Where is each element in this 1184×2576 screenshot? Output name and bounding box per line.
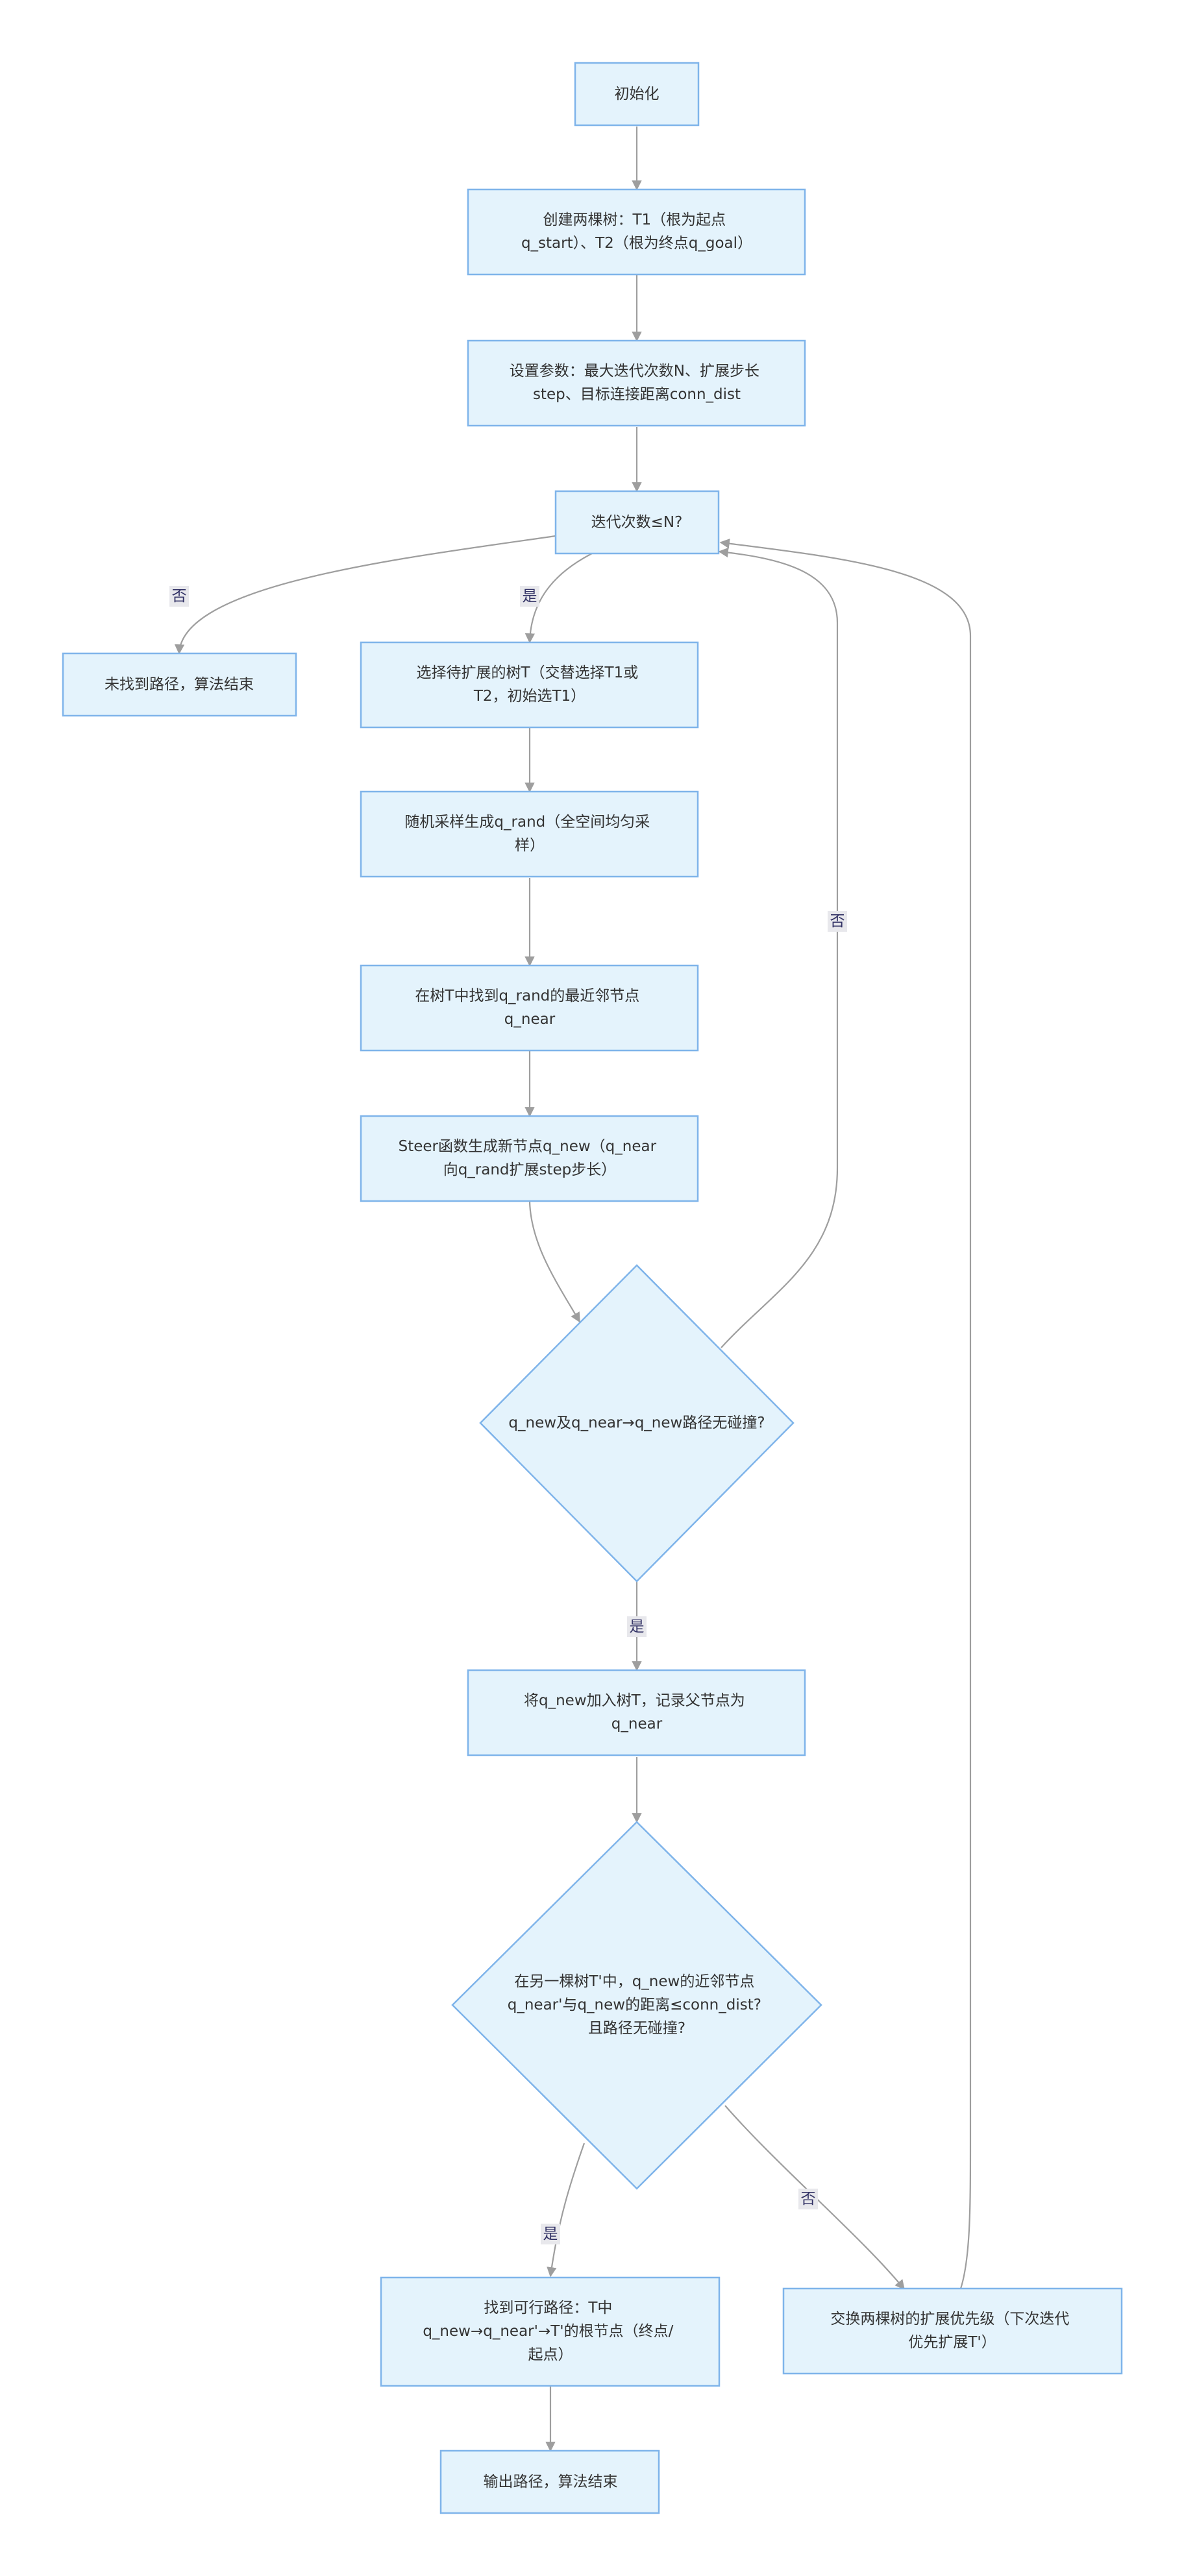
svg-text:是: 是 (523, 588, 537, 605)
node-swap: 交换两棵树的扩展优先级（下次迭代 优先扩展T'） (782, 2287, 1123, 2375)
svg-text:找到可行路径：T中 q_new→q_near: 找到可行路径：T中 q_new→q_near'→T'的根节点（终点/ 起点） (423, 2300, 678, 2363)
edge-label-collision-no: 否 (828, 911, 847, 932)
edge-label-iter-yes: 是 (520, 586, 539, 607)
svg-text:设置参数：最大迭代次数N、扩展步长 step: 设置参数：最大迭代次数N、扩展步长 step、目标连接距离conn_dist (510, 363, 765, 403)
edge-label-connect-yes: 是 (541, 2224, 560, 2244)
svg-text:随机采样生成q_rand（全空间均匀采 样）: 随机采样生成q_rand（全空间均匀采 样） (404, 814, 654, 854)
svg-text:初始化: 初始化 (615, 86, 660, 103)
node-iter-check: 迭代次数≤N? (554, 490, 720, 555)
node-nearest: 在树T中找到q_rand的最近邻节点 q_near (360, 964, 699, 1052)
edge-labels: 否 是 否 是 是 否 (169, 586, 847, 2244)
svg-text:否: 否 (801, 2191, 816, 2207)
svg-text:q_new及q_near→q_new路径无碰撞?: q_new及q_near→q_new路径无碰撞? (508, 1415, 765, 1431)
node-output: 输出路径，算法结束 (439, 2449, 660, 2514)
node-connect-check: 在另一棵树T'中，q_new的近邻节点 q_near'与q_new的距离≤con… (451, 1821, 822, 2190)
svg-text:否: 否 (830, 913, 845, 930)
nodes: 初始化 创建两棵树：T1（根为起点 q_start）、T2（根为终点q_goal… (62, 62, 1123, 2514)
node-add-node: 将q_new加入树T，记录父节点为 q_near (467, 1669, 806, 1756)
edge-collision-no-to-iter (718, 547, 839, 1348)
svg-text:选择待扩展的树T（交替选择T1或 T2，初始: 选择待扩展的树T（交替选择T1或 T2，初始选T1） (416, 664, 643, 705)
node-init: 初始化 (574, 62, 700, 127)
node-path-found: 找到可行路径：T中 q_new→q_near'→T'的根节点（终点/ 起点） (380, 2276, 721, 2387)
svg-text:是: 是 (630, 1618, 645, 1635)
svg-text:将q_new加入树T，记录父节点为 q_ne: 将q_new加入树T，记录父节点为 q_near (524, 1692, 750, 1732)
edges (174, 127, 972, 2452)
node-collision-check: q_new及q_near→q_new路径无碰撞? (479, 1264, 795, 1583)
svg-text:Steer函数生成新节点q_new（q_near: Steer函数生成新节点q_new（q_near 向q_rand扩展step步长… (399, 1138, 661, 1178)
edge-steer-to-collision (528, 1201, 580, 1323)
node-random-sample: 随机采样生成q_rand（全空间均匀采 样） (360, 790, 699, 878)
svg-text:迭代次数≤N?: 迭代次数≤N? (591, 514, 683, 531)
node-steer: Steer函数生成新节点q_new（q_near 向q_rand扩展step步长… (360, 1115, 699, 1202)
node-select-tree: 选择待扩展的树T（交替选择T1或 T2，初始选T1） (360, 641, 699, 729)
svg-text:在树T中找到q_rand的最近邻节点 q_n: 在树T中找到q_rand的最近邻节点 q_near (415, 988, 644, 1028)
svg-text:交换两棵树的扩展优先级（下次迭代 优先扩展T: 交换两棵树的扩展优先级（下次迭代 优先扩展T'） (830, 2311, 1074, 2351)
edge-iter-to-notfound (174, 535, 556, 655)
edge-swap-to-iter (719, 539, 972, 2289)
svg-text:在另一棵树T'中，q_new的近邻节点 q_: 在另一棵树T'中，q_new的近邻节点 q_near'与q_new的距离≤con… (508, 1973, 767, 2037)
edge-connect-yes-to-path (547, 2143, 586, 2278)
edge-iter-to-select (524, 553, 593, 644)
node-set-params: 设置参数：最大迭代次数N、扩展步长 step、目标连接距离conn_dist (467, 339, 806, 427)
svg-text:未找到路径，算法结束: 未找到路径，算法结束 (105, 676, 254, 693)
edge-label-collision-yes: 是 (627, 1616, 647, 1637)
node-not-found: 未找到路径，算法结束 (62, 652, 297, 717)
svg-text:是: 是 (543, 2226, 558, 2242)
edge-connect-no-to-swap (724, 2105, 905, 2290)
svg-text:否: 否 (172, 588, 187, 605)
edge-label-iter-no: 否 (169, 586, 189, 607)
edge-label-connect-no: 否 (798, 2189, 818, 2209)
svg-text:输出路径，算法结束: 输出路径，算法结束 (484, 2473, 618, 2490)
svg-text:创建两棵树：T1（根为起点 q_start）: 创建两棵树：T1（根为起点 q_start）、T2（根为终点q_goal） (521, 212, 752, 252)
node-create-trees: 创建两棵树：T1（根为起点 q_start）、T2（根为终点q_goal） (467, 188, 806, 276)
